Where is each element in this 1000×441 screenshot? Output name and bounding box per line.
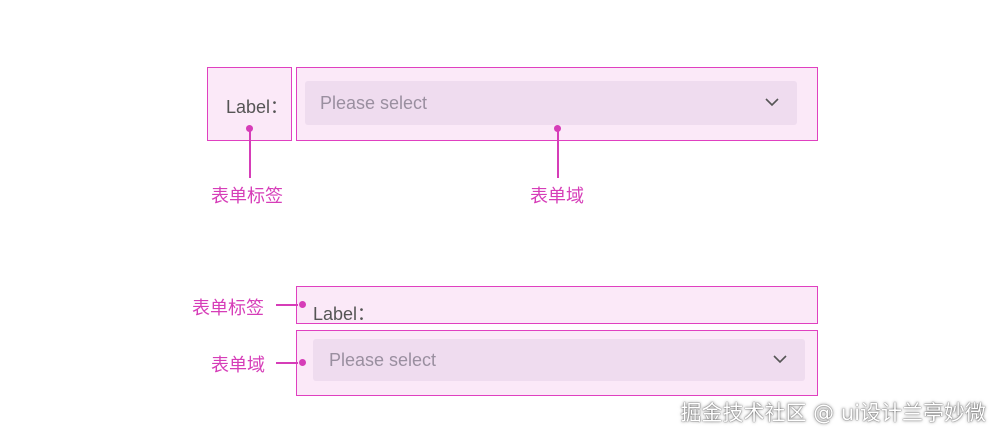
select-placeholder: Please select [320,92,428,113]
form-field-box-vertical: Please select [296,330,818,396]
form-label-box-vertical: Label： [296,286,818,324]
chevron-down-icon [765,98,779,107]
annotation-form-label: 表单标签 [211,186,283,207]
form-field-box: Please select [296,67,818,141]
select-placeholder-vertical: Please select [329,349,437,370]
annotation-line-field-vertical [276,362,298,364]
annotation-form-field: 表单域 [530,186,584,207]
chevron-down-icon [773,355,787,364]
annotation-line-field [557,131,559,178]
annotation-dot-label [246,125,253,132]
annotation-line-label-vertical [276,304,298,306]
form-label-text-vertical: Label： [313,304,376,324]
annotation-line-label [249,131,251,178]
annotation-dot-field-vertical [299,359,306,366]
annotation-dot-label-vertical [299,301,306,308]
watermark: 掘金技术社区 @ ui设计兰亭妙微 [680,401,987,425]
annotation-dot-field [554,125,561,132]
form-label-text: Label： [226,97,289,117]
select-dropdown[interactable]: Please select [305,81,797,125]
annotation-form-field-vertical: 表单域 [211,355,265,376]
annotation-form-label-vertical: 表单标签 [192,298,264,319]
select-dropdown-vertical[interactable]: Please select [313,339,805,381]
